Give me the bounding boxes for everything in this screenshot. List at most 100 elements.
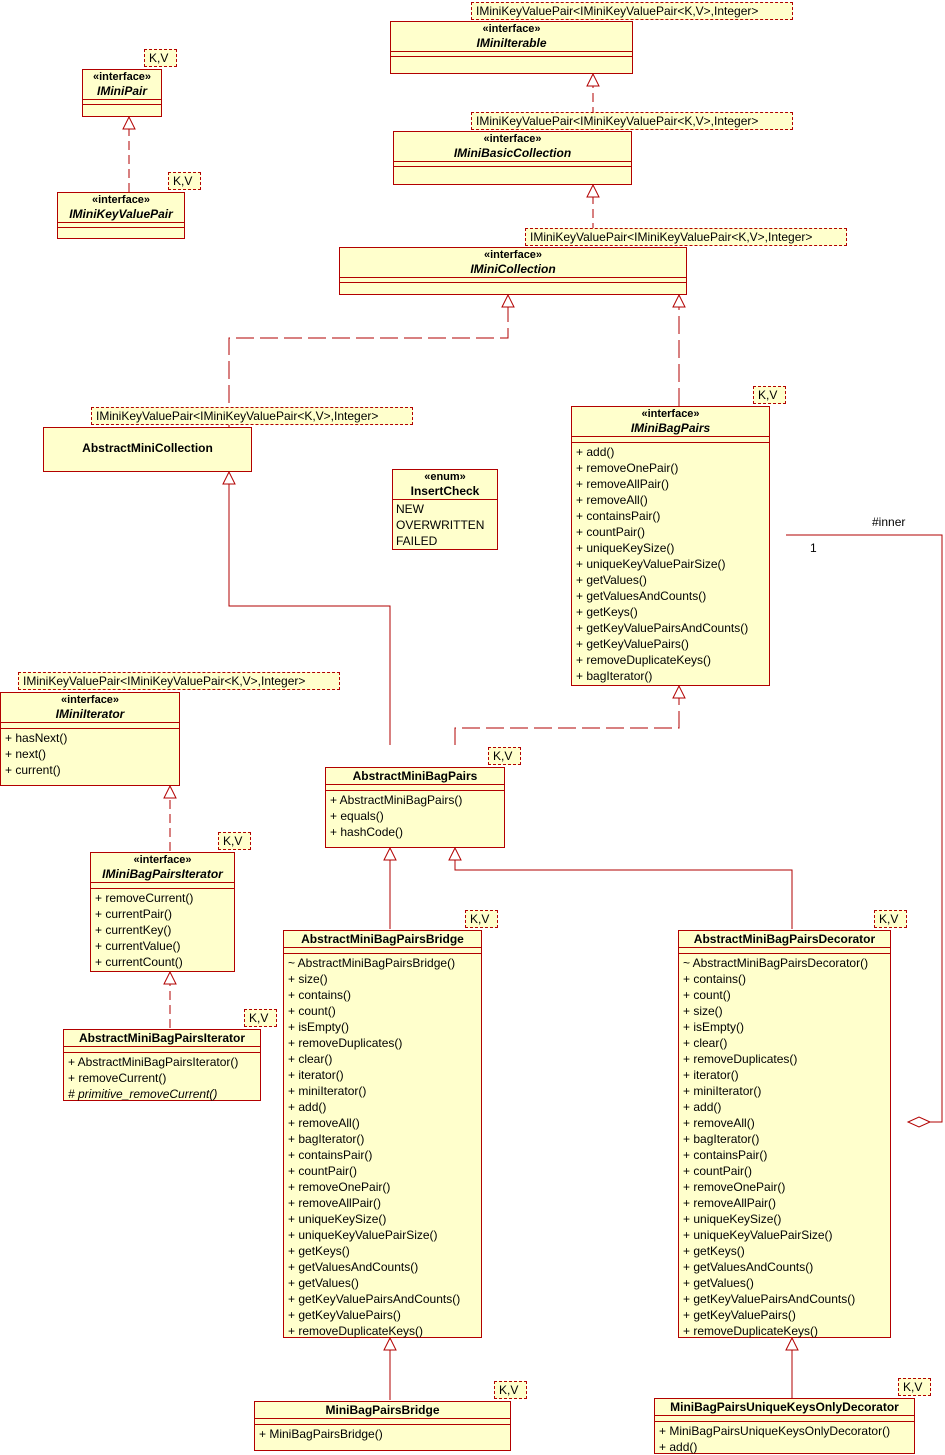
imini-bag-pairs-iterator-class[interactable]: «interface» IMiniBagPairsIterator + remo…: [90, 852, 235, 972]
method-item: + count(): [683, 988, 731, 1002]
method-item: + getValuesAndCounts(): [683, 1260, 814, 1274]
method-item: + clear(): [683, 1036, 728, 1050]
method-item: + miniIterator(): [683, 1084, 762, 1098]
method-item: + removeDuplicateKeys(): [288, 1324, 424, 1338]
method-item: + getKeys(): [576, 605, 638, 619]
operations-section: [340, 282, 686, 287]
method-item: + removeDuplicateKeys(): [576, 653, 712, 667]
insert-check-header: «enum» InsertCheck: [393, 470, 497, 499]
class-name: IMiniBagPairs: [630, 421, 711, 435]
attributes-section: [64, 1046, 260, 1052]
abstract-mini-bag-pairs-iterator-class[interactable]: AbstractMiniBagPairsIterator + AbstractM…: [63, 1029, 261, 1101]
operations-section: + AbstractMiniBagPairsIterator()+ remove…: [64, 1052, 260, 1104]
type-param-box: IMiniKeyValuePair<IMiniKeyValuePair<K,V>…: [471, 112, 793, 130]
stereotype-label: «interface»: [641, 408, 700, 420]
method-item: + removeDuplicateKeys(): [683, 1324, 819, 1338]
attributes-section: [326, 784, 504, 790]
enum-name: InsertCheck: [410, 484, 480, 498]
arrowhead-abstractbagpairs-right: [448, 846, 462, 861]
mini-bag-pairs-bridge-class[interactable]: MiniBagPairsBridge + MiniBagPairsBridge(…: [254, 1401, 511, 1451]
method-item: + currentKey(): [95, 923, 172, 937]
method-item: + countPair(): [288, 1164, 358, 1178]
operations-section: [58, 227, 184, 232]
arrowhead-bagpairs: [672, 684, 686, 699]
arrowhead-abstractbagpairs-left: [383, 846, 397, 861]
operations-section: + MiniBagPairsUniqueKeysOnlyDecorator() +…: [655, 1421, 914, 1455]
class-name: MiniBagPairsBridge: [325, 1403, 440, 1417]
arrowhead-iterable: [586, 72, 600, 87]
method-item: + removeCurrent(): [68, 1071, 167, 1085]
method-item: + iterator(): [683, 1068, 739, 1082]
method-item: + add(): [683, 1100, 722, 1114]
operations-section: + AbstractMiniBagPairs()+ equals()+ hash…: [326, 790, 504, 842]
enum-literal: NEW: [396, 502, 424, 516]
abstract-mini-bag-pairs-class[interactable]: AbstractMiniBagPairs + AbstractMiniBagPa…: [325, 767, 505, 848]
method-item: + clear(): [288, 1052, 333, 1066]
attributes-section: [655, 1415, 914, 1421]
method-item: + removeAllPair(): [683, 1196, 777, 1210]
imini-bag-pairs-class[interactable]: «interface» IMiniBagPairs + add()+ remov…: [571, 406, 770, 686]
abstract-mini-bag-pairs-decorator-class[interactable]: AbstractMiniBagPairsDecorator ~ Abstract…: [678, 930, 891, 1338]
imini-pair-class[interactable]: «interface» IMiniPair: [82, 69, 162, 117]
method-item: + removeAllPair(): [576, 477, 670, 491]
imini-basic-collection-header: «interface» IMiniBasicCollection: [394, 132, 631, 161]
imini-collection-class[interactable]: «interface» IMiniCollection: [339, 247, 687, 295]
arrowhead-collection-left: [501, 293, 515, 308]
method-item: + getValuesAndCounts(): [576, 589, 707, 603]
generalization-decorator-abstractbagpairs: [454, 860, 793, 929]
operations-section: [83, 104, 161, 109]
imini-iterator-header: «interface» IMiniIterator: [1, 693, 179, 722]
attributes-section: [394, 161, 631, 166]
attributes-section: [58, 222, 184, 227]
method-item: + MiniBagPairsUniqueKeysOnlyDecorator(): [659, 1424, 891, 1438]
method-item: + bagIterator(): [576, 669, 653, 683]
method-item: + removeAllPair(): [288, 1196, 382, 1210]
mini-bag-pairs-unique-keys-only-decorator-class[interactable]: MiniBagPairsUniqueKeysOnlyDecorator + Mi…: [654, 1398, 915, 1454]
class-name: AbstractMiniBagPairsBridge: [301, 932, 464, 946]
type-param-box: K,V: [144, 49, 177, 67]
abstract-mini-bag-pairs-iterator-header: AbstractMiniBagPairsIterator: [64, 1030, 260, 1046]
abstract-mini-collection-class[interactable]: AbstractMiniCollection: [43, 427, 252, 472]
method-item: + removeCurrent(): [95, 891, 194, 905]
attributes-section: [679, 947, 890, 953]
operations-section: + hasNext()+ next()+ current(): [1, 728, 179, 780]
method-item: + currentCount(): [95, 955, 183, 969]
method-item: ~ AbstractMiniBagPairsBridge(): [288, 956, 456, 970]
imini-key-value-pair-class[interactable]: «interface» IMiniKeyValuePair: [57, 192, 185, 239]
class-name: IMiniPair: [96, 84, 147, 98]
method-item: + removeAll(): [683, 1116, 755, 1130]
method-item: + add(): [659, 1440, 698, 1454]
abstract-mini-bag-pairs-bridge-class[interactable]: AbstractMiniBagPairsBridge ~ AbstractMin…: [283, 930, 482, 1338]
method-item: + size(): [683, 1004, 723, 1018]
type-param-box: K,V: [753, 386, 786, 404]
method-item: + containsPair(): [288, 1148, 373, 1162]
imini-bag-pairs-iterator-header: «interface» IMiniBagPairsIterator: [91, 853, 234, 882]
type-param-box: K,V: [494, 1381, 527, 1399]
attributes-section: [340, 277, 686, 282]
method-item: + containsPair(): [576, 509, 661, 523]
method-item: + bagIterator(): [288, 1132, 365, 1146]
realization-abstractcollection-collection: [228, 307, 509, 427]
imini-iterator-class[interactable]: «interface» IMiniIterator + hasNext()+ n…: [0, 692, 180, 786]
method-item: ~ AbstractMiniBagPairsDecorator(): [683, 956, 869, 970]
class-name: IMiniCollection: [470, 262, 556, 276]
method-item: + getKeyValuePairs(): [288, 1308, 401, 1322]
stereotype-label: «interface»: [482, 23, 541, 35]
method-item: + next(): [5, 747, 47, 761]
imini-collection-header: «interface» IMiniCollection: [340, 248, 686, 277]
imini-iterable-class[interactable]: «interface» IMiniIterable: [390, 21, 633, 74]
method-item: + isEmpty(): [683, 1020, 745, 1034]
imini-basic-collection-class[interactable]: «interface» IMiniBasicCollection: [393, 131, 632, 185]
method-item: + add(): [288, 1100, 327, 1114]
method-item: + current(): [5, 763, 61, 777]
method-item: # primitive_removeCurrent(): [68, 1087, 218, 1101]
attributes-section: [391, 51, 632, 56]
type-param-box: K,V: [874, 910, 907, 928]
type-param-box: K,V: [898, 1378, 931, 1396]
insert-check-enum[interactable]: «enum» InsertCheck NEW OVERWRITTEN FAILE…: [392, 469, 498, 550]
arrowhead-pair: [122, 115, 136, 130]
method-item: + uniqueKeySize(): [683, 1212, 782, 1226]
method-item: + countPair(): [683, 1164, 753, 1178]
class-name: AbstractMiniBagPairsDecorator: [693, 932, 876, 946]
enum-literals: NEW OVERWRITTEN FAILED: [393, 499, 497, 551]
